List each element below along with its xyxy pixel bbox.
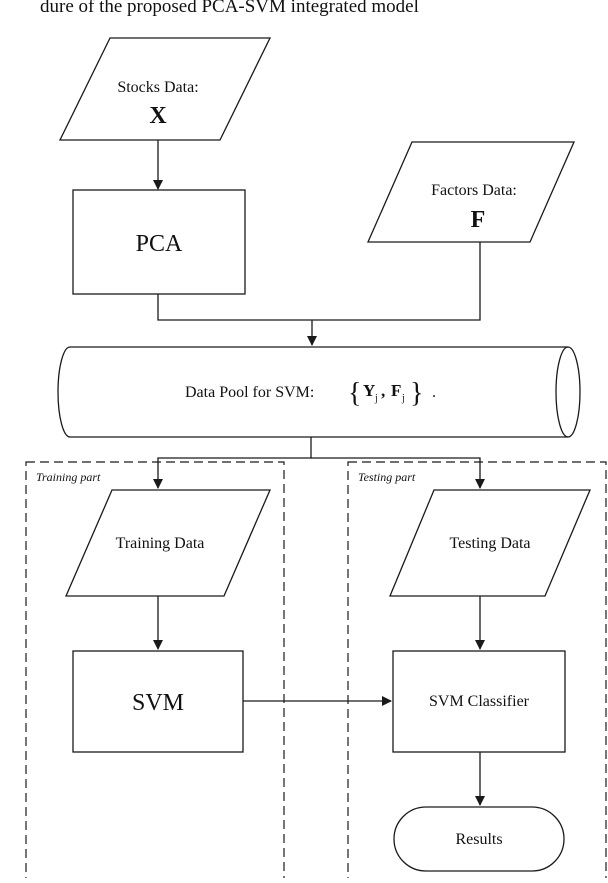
factors-data-label: Factors Data: (431, 182, 517, 199)
testing-part-label: Testing part (358, 470, 416, 484)
svm-classifier-node: SVM Classifier (392, 650, 566, 753)
stocks-data-node: Stocks Data: X (58, 37, 272, 141)
data-pool-f: F (391, 381, 401, 400)
data-pool-close-brace: } (410, 378, 423, 409)
testing-data-label: Testing Data (449, 535, 530, 552)
svm-classifier-box (392, 650, 566, 753)
svm-classifier-label: SVM Classifier (429, 693, 530, 710)
pca-box (72, 189, 246, 295)
results-node: Results (393, 806, 565, 872)
figure-caption: dure of the proposed PCA-SVM integrated … (40, 0, 419, 17)
factors-data-symbol: F (471, 207, 486, 233)
data-pool-y-subscript: j (374, 393, 378, 404)
factors-data-node: Factors Data: F (367, 141, 575, 243)
data-pool-open-brace: { (348, 378, 361, 409)
svm-box (72, 650, 244, 753)
results-label: Results (455, 831, 502, 848)
stocks-data-symbol: X (149, 103, 167, 129)
results-shape (393, 806, 565, 872)
connector-pca-factors (157, 242, 481, 321)
stocks-data-shape (58, 37, 272, 141)
data-pool-node: Data Pool for SVM: { Y j , F j } . (57, 346, 581, 438)
svm-label: SVM (132, 690, 184, 716)
testing-data-node: Testing Data (389, 489, 591, 597)
data-pool-end (555, 346, 569, 438)
training-data-node: Training Data (65, 489, 271, 597)
stocks-data-label: Stocks Data: (117, 79, 198, 96)
pca-label: PCA (136, 231, 183, 257)
training-data-label: Training Data (116, 535, 205, 552)
training-part-box (25, 461, 285, 883)
svm-node: SVM (72, 650, 244, 753)
data-pool-comma: , (381, 381, 385, 400)
pca-node: PCA (72, 189, 246, 295)
factors-data-shape (367, 141, 575, 243)
training-part-label: Training part (36, 470, 101, 484)
testing-part-box (347, 461, 607, 883)
data-pool-y: Y (363, 381, 375, 400)
testing-data-shape (389, 489, 591, 597)
data-pool-label: Data Pool for SVM: (185, 384, 314, 401)
data-pool-f-subscript: j (401, 393, 405, 404)
arrow-pool-to-testing (311, 457, 485, 489)
training-data-shape (65, 489, 271, 597)
data-pool-shape (57, 346, 581, 438)
arrow-pool-to-training (153, 437, 312, 489)
data-pool-period: . (432, 384, 436, 401)
